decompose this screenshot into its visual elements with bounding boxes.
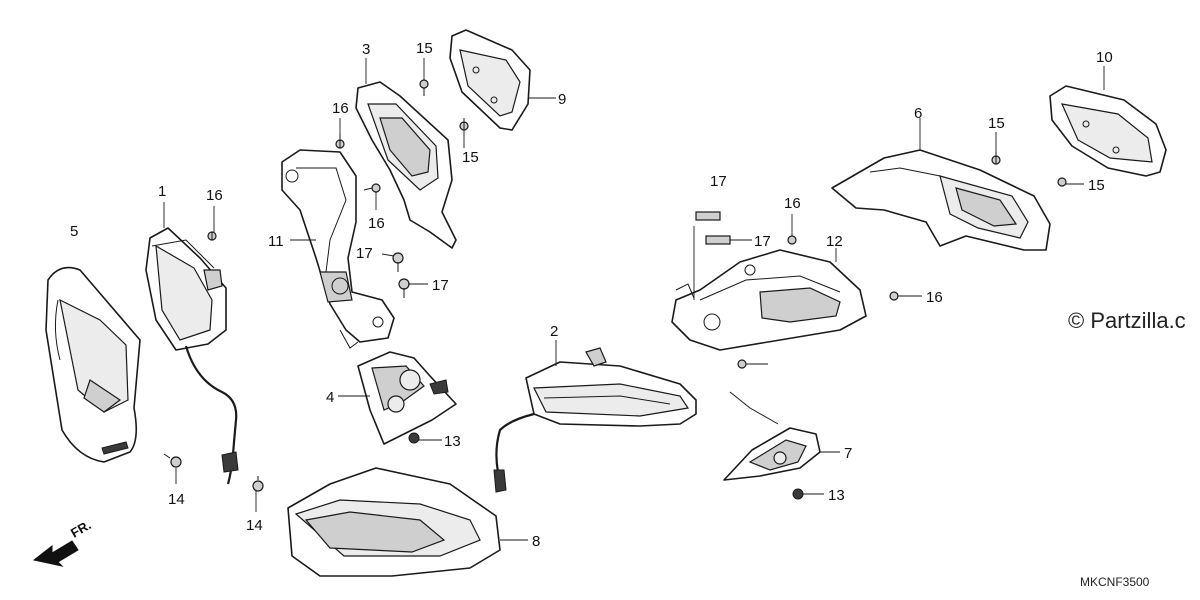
nut-13b <box>792 488 804 500</box>
label-part-2: 2 <box>550 323 558 340</box>
label-part-1: 1 <box>158 183 166 200</box>
bolt-17a <box>392 252 404 272</box>
part-2-turn-signal <box>493 347 697 493</box>
label-part-15: 15 <box>1088 177 1105 194</box>
bolt-17d <box>705 235 731 245</box>
label-part-15: 15 <box>988 115 1005 132</box>
screw-16e <box>889 291 899 301</box>
part-7-cover <box>723 391 821 481</box>
label-part-5: 5 <box>70 223 78 240</box>
front-direction-indicator: FR. <box>32 517 94 567</box>
bolt-17b <box>398 278 410 298</box>
label-part-14: 14 <box>246 517 263 534</box>
label-part-16: 16 <box>206 187 223 204</box>
fasteners <box>163 79 1067 500</box>
screw-15d <box>1057 177 1067 187</box>
screw-15a <box>419 79 429 96</box>
part-8-lower-cover <box>287 467 501 577</box>
screw-15b <box>459 118 469 131</box>
label-part-17: 17 <box>432 277 449 294</box>
screw-14b <box>252 476 264 492</box>
label-part-13: 13 <box>444 433 461 450</box>
leader-lines <box>163 58 1105 541</box>
screw-16b <box>363 183 381 193</box>
part-6-mirror-housing <box>831 149 1051 251</box>
label-part-15: 15 <box>416 40 433 57</box>
label-part-13: 13 <box>828 487 845 504</box>
part-10-mirror-glass <box>1049 85 1167 177</box>
arrow-icon <box>32 540 79 567</box>
screw-16f <box>737 359 747 369</box>
label-part-10: 10 <box>1096 49 1113 66</box>
part-9-mirror-glass <box>449 29 531 131</box>
label-part-16: 16 <box>332 100 349 117</box>
part-1-mirror-unit <box>145 227 239 485</box>
screw-14a <box>163 453 182 468</box>
part-11-bracket <box>281 149 395 349</box>
label-part-11: 11 <box>268 233 284 250</box>
part-3-inner-cover <box>355 81 457 249</box>
screw-16d <box>787 235 797 245</box>
label-part-9: 9 <box>558 91 566 108</box>
callout-labels: 1 16 5 3 15 16 16 15 9 11 17 17 4 13 14 … <box>70 40 1113 550</box>
watermark-text: © Partzilla.c <box>1068 308 1186 333</box>
label-part-7: 7 <box>844 445 852 462</box>
label-part-12: 12 <box>826 233 843 250</box>
label-part-16: 16 <box>368 215 385 232</box>
label-part-4: 4 <box>326 389 334 406</box>
screw-16c <box>207 231 217 241</box>
part-4-cover <box>357 351 457 445</box>
part-12-bracket <box>671 249 867 351</box>
label-part-3: 3 <box>362 41 370 58</box>
label-part-6: 6 <box>914 105 922 122</box>
bolt-17c <box>695 211 721 221</box>
label-part-17: 17 <box>356 245 373 262</box>
label-part-8: 8 <box>532 533 540 550</box>
label-part-16: 16 <box>784 195 801 212</box>
nut-13a <box>408 432 420 444</box>
direction-label: FR. <box>68 517 94 540</box>
label-part-17: 17 <box>710 173 727 190</box>
label-part-14: 14 <box>168 491 185 508</box>
label-part-15: 15 <box>462 149 479 166</box>
label-part-17: 17 <box>754 233 771 250</box>
part-5-mirror-housing <box>45 266 141 463</box>
diagram-code: MKCNF3500 <box>1080 575 1150 589</box>
label-part-16: 16 <box>926 289 943 306</box>
